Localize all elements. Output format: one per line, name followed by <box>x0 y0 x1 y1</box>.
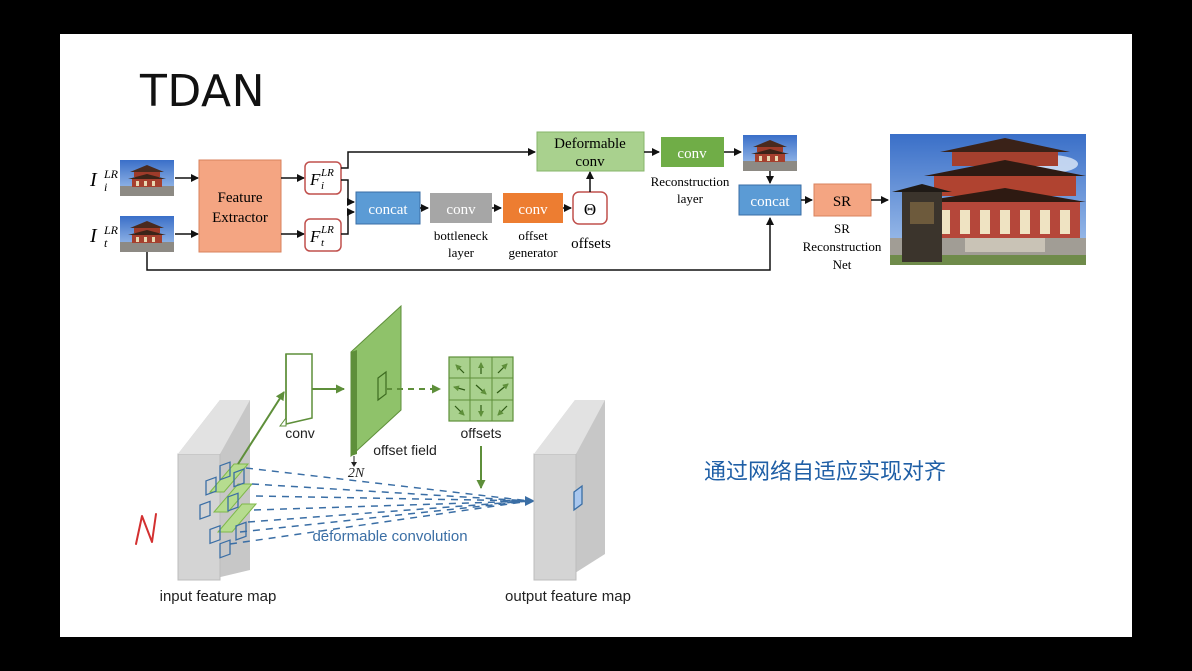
svg-text:conv: conv <box>677 146 707 162</box>
svg-text:bottleneck: bottleneck <box>434 228 489 243</box>
svg-text:conv: conv <box>446 202 476 218</box>
svg-text:2N: 2N <box>348 466 365 481</box>
svg-text:t: t <box>321 237 325 249</box>
svg-text:Reconstruction: Reconstruction <box>803 239 882 254</box>
input-i-label: I <box>89 169 98 191</box>
deformable-conv-block: Deformable conv <box>536 131 645 172</box>
svg-text:concat: concat <box>368 202 408 218</box>
input-t-sub: t <box>104 236 108 250</box>
output-hr-image <box>890 134 1086 265</box>
slide-title: TDAN <box>140 66 265 117</box>
svg-text:offset: offset <box>518 228 548 243</box>
input-i-sup: LR <box>103 167 119 181</box>
input-frame-i: I LR i <box>89 160 174 196</box>
output-feature-map-label: output feature map <box>505 588 631 605</box>
arrow-input-conv <box>237 391 285 465</box>
svg-text:SR: SR <box>834 221 850 236</box>
concat2-block: concat <box>738 184 802 216</box>
svg-text:LR: LR <box>320 224 334 236</box>
svg-text:conv: conv <box>518 202 548 218</box>
deformable-projection-lines <box>229 467 531 545</box>
bottleneck-block: conv bottleneck layer <box>430 193 492 260</box>
arrow-ft-concat <box>341 208 355 235</box>
svg-text:conv: conv <box>575 154 605 170</box>
svg-text:F: F <box>309 170 321 189</box>
svg-text:offsets: offsets <box>461 425 502 441</box>
offset-generator-block: conv offset generator <box>503 193 563 260</box>
feature-t-node: F LR t <box>304 218 342 252</box>
svg-text:F: F <box>309 227 321 246</box>
svg-text:Θ: Θ <box>584 200 596 219</box>
input-t-label: I <box>89 225 98 247</box>
deformable-convolution-label: deformable convolution <box>312 528 467 545</box>
arrow-fi-concat <box>341 179 355 206</box>
svg-text:Deformable: Deformable <box>554 136 626 152</box>
input-frame-t: I LR t <box>89 216 174 252</box>
feature-extractor-block: Feature Extractor <box>198 159 282 253</box>
diagram-canvas: I LR i I LR t Feature Extractor F LR i <box>89 131 1086 605</box>
concat-block: concat <box>355 191 421 225</box>
offsets-grid: offsets <box>448 356 514 441</box>
deform-conv-box: conv <box>279 353 315 441</box>
offsets-caption: offsets <box>571 236 611 252</box>
reconstruction-conv-block: conv Reconstruction layer <box>651 137 730 206</box>
svg-text:conv: conv <box>285 425 315 441</box>
arrow-it-concat2 <box>146 217 774 271</box>
feature-extractor-line2: Extractor <box>212 210 268 226</box>
svg-text:layer: layer <box>677 191 704 206</box>
theta-node: Θ offsets <box>571 191 611 252</box>
output-feature-map: output feature map <box>505 400 631 605</box>
offset-field: offset field 2N <box>348 304 437 481</box>
arrow-fi-deformable <box>341 148 536 169</box>
svg-text:offset field: offset field <box>373 442 437 458</box>
svg-text:generator: generator <box>508 245 558 260</box>
chinese-caption: 通过网络自适应实现对齐 <box>704 460 947 485</box>
svg-text:Net: Net <box>833 257 852 272</box>
input-feature-map: input feature map <box>160 400 277 605</box>
feature-i-node: F LR i <box>304 161 342 195</box>
sr-block: SR SR Reconstruction Net <box>803 183 882 272</box>
svg-text:LR: LR <box>320 167 334 179</box>
feature-extractor-line1: Feature <box>218 190 263 206</box>
aligned-frame <box>743 135 797 171</box>
handwritten-n-annotation <box>135 513 157 545</box>
input-feature-map-label: input feature map <box>160 588 277 605</box>
svg-text:Reconstruction: Reconstruction <box>651 174 730 189</box>
svg-text:layer: layer <box>448 245 475 260</box>
slide: TDAN 通过网络自适应实现对齐 <box>60 34 1132 637</box>
svg-text:SR: SR <box>833 194 851 210</box>
svg-text:i: i <box>321 180 324 192</box>
input-i-sub: i <box>104 180 107 194</box>
svg-text:concat: concat <box>750 194 790 210</box>
input-t-sup: LR <box>103 223 119 237</box>
